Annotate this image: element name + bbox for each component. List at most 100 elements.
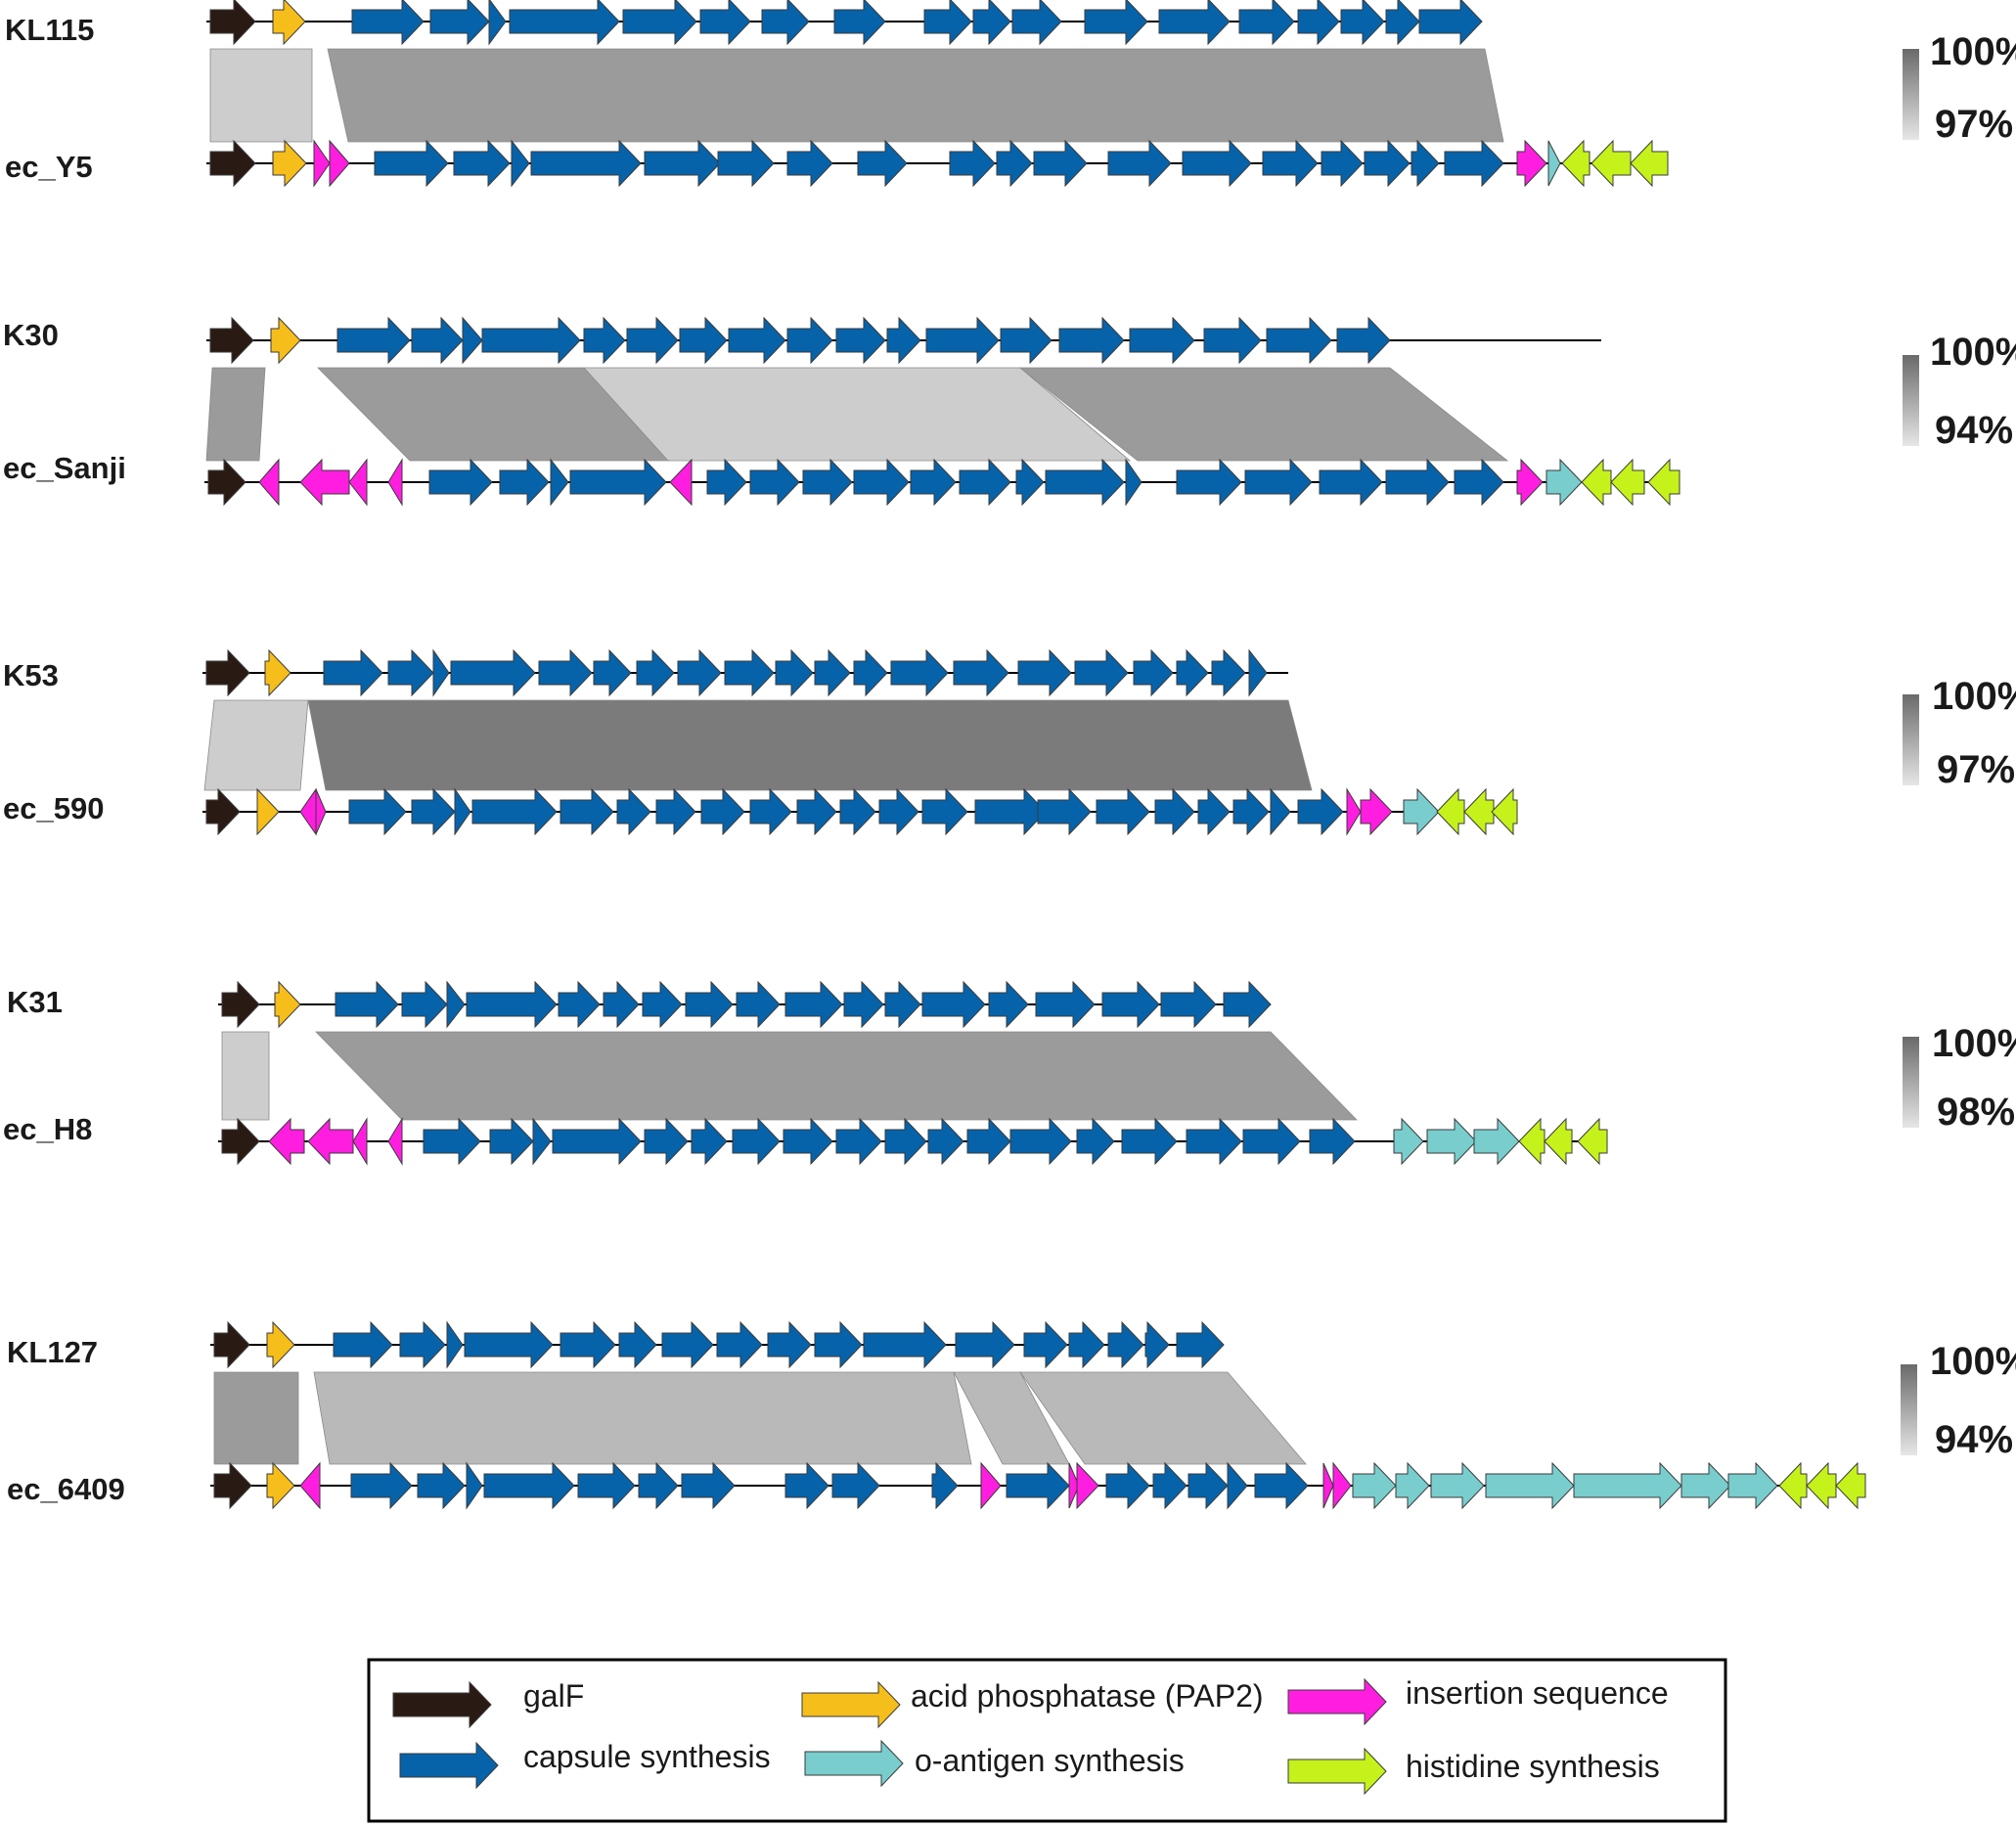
gene-capsule-synthesis xyxy=(462,316,483,365)
gene-capsule-synthesis xyxy=(786,316,833,365)
gene-insertion-sequence xyxy=(1516,458,1544,507)
gene-capsule-synthesis xyxy=(1017,648,1072,697)
gene-capsule-synthesis xyxy=(453,139,511,188)
gene-capsule-synthesis xyxy=(853,458,910,507)
gene-capsule-synthesis xyxy=(550,458,569,507)
gene-capsule-synthesis xyxy=(488,0,507,46)
gene-capsule-synthesis xyxy=(783,1117,833,1166)
gene-capsule-synthesis xyxy=(1254,1461,1309,1510)
gene-capsule-synthesis xyxy=(1232,787,1270,836)
gene-capsule-synthesis xyxy=(884,1117,927,1166)
gene-histidine-synthesis xyxy=(1806,1461,1837,1510)
gene-capsule-synthesis xyxy=(489,1117,534,1166)
gene-capsule-synthesis xyxy=(466,980,558,1029)
gene-capsule-synthesis xyxy=(749,458,800,507)
identity-scale-bar xyxy=(1903,355,1919,446)
gene-histidine-synthesis xyxy=(1581,458,1612,507)
homology-block xyxy=(307,699,1313,791)
top-label: K31 xyxy=(7,985,63,1019)
legend-arrow-icon xyxy=(804,1739,904,1788)
gene-capsule-synthesis xyxy=(886,316,921,365)
gene-capsule-synthesis xyxy=(843,980,884,1029)
gene-histidine-synthesis xyxy=(1491,787,1518,836)
top-track xyxy=(202,648,1288,697)
scale-min-label: 97% xyxy=(1935,103,2013,146)
gene-capsule-synthesis xyxy=(1045,458,1125,507)
gene-galf xyxy=(205,787,241,836)
gene-capsule-synthesis xyxy=(336,316,411,365)
gene-galf xyxy=(221,1117,260,1166)
gene-insertion-sequence xyxy=(980,1461,1002,1510)
legend-item-o-antigen-synthesis: o-antigen synthesis xyxy=(804,1739,1185,1788)
identity-scale-bar xyxy=(1903,49,1919,140)
gene-galf xyxy=(221,980,260,1029)
gene-capsule-synthesis xyxy=(699,0,751,46)
gene-capsule-synthesis xyxy=(966,1117,1011,1166)
gene-capsule-synthesis xyxy=(636,648,675,697)
gene-capsule-synthesis xyxy=(1176,458,1242,507)
gene-capsule-synthesis xyxy=(1319,458,1383,507)
gene-capsule-synthesis xyxy=(1176,648,1209,697)
gene-capsule-synthesis xyxy=(835,316,886,365)
homology-block xyxy=(203,699,309,791)
gene-capsule-synthesis xyxy=(532,1117,552,1166)
gene-galf xyxy=(213,1320,250,1369)
gene-capsule-synthesis xyxy=(1154,787,1195,836)
gene-capsule-synthesis xyxy=(481,316,581,365)
gene-histidine-synthesis xyxy=(1647,458,1680,507)
gene-capsule-synthesis xyxy=(1107,139,1172,188)
gene-capsule-synthesis xyxy=(450,648,536,697)
legend-swatch-histidine-synthesis xyxy=(1287,1747,1387,1796)
homology-block xyxy=(327,48,1504,143)
comparison-1: KL115 ec_Y5 100% 97% xyxy=(5,0,2016,188)
blocks xyxy=(221,1031,1358,1121)
gene-galf xyxy=(209,139,256,188)
gene-capsule-synthesis xyxy=(558,980,601,1029)
homology-block xyxy=(221,1031,270,1121)
gene-capsule-synthesis xyxy=(749,787,792,836)
gene-capsule-synthesis xyxy=(1385,458,1450,507)
gene-capsule-synthesis xyxy=(736,980,781,1029)
homology-block xyxy=(213,1371,299,1465)
gene-capsule-synthesis xyxy=(1058,316,1125,365)
gene-histidine-synthesis xyxy=(1610,458,1645,507)
gene-capsule-synthesis xyxy=(569,458,667,507)
gene-capsule-synthesis xyxy=(784,980,843,1029)
gene-capsule-synthesis xyxy=(1096,787,1150,836)
gene-capsule-synthesis xyxy=(1223,980,1272,1029)
legend-label-o-antigen-synthesis: o-antigen synthesis xyxy=(915,1743,1185,1778)
gene-capsule-synthesis xyxy=(428,458,493,507)
gene-o-antigen-synthesis xyxy=(1727,1461,1778,1510)
gene-histidine-synthesis xyxy=(1463,787,1495,836)
scale-min-label: 97% xyxy=(1937,748,2015,791)
gene-capsule-synthesis xyxy=(1186,1117,1242,1166)
gene-capsule-synthesis xyxy=(1309,1117,1356,1166)
gene-capsule-synthesis xyxy=(732,1117,781,1166)
gene-capsule-synthesis xyxy=(988,980,1029,1029)
gene-galf xyxy=(207,458,246,507)
identity-scale-bar xyxy=(1901,1364,1917,1455)
top-track xyxy=(206,316,1601,365)
gene-capsule-synthesis xyxy=(796,787,837,836)
homology-block xyxy=(205,367,266,462)
gene-capsule-synthesis xyxy=(974,787,1047,836)
legend-item-capsule-synthesis: capsule synthesis xyxy=(399,1739,771,1790)
gene-capsule-synthesis xyxy=(538,648,593,697)
gene-capsule-synthesis xyxy=(853,648,888,697)
gene-insertion-sequence xyxy=(1076,1461,1099,1510)
legend: galF acid phosphatase (PAP2) insertion s… xyxy=(367,1658,1727,1823)
bottom-track xyxy=(206,139,1669,188)
gene-capsule-synthesis xyxy=(1133,648,1174,697)
legend-swatch-o-antigen-synthesis xyxy=(804,1739,904,1788)
gene-capsule-synthesis xyxy=(685,980,734,1029)
gene-capsule-synthesis xyxy=(814,1320,863,1369)
legend-label-insertion-sequence: insertion sequence xyxy=(1406,1675,1669,1711)
gene-capsule-synthesis xyxy=(1035,980,1096,1029)
gene-capsule-synthesis xyxy=(411,787,456,836)
legend-box xyxy=(367,1658,1727,1823)
gene-insertion-sequence xyxy=(268,1117,305,1166)
legend-arrow-icon xyxy=(1287,1677,1387,1726)
gene-capsule-synthesis xyxy=(1297,787,1344,836)
gene-insertion-sequence xyxy=(352,1117,368,1166)
gene-capsule-synthesis xyxy=(775,648,814,697)
